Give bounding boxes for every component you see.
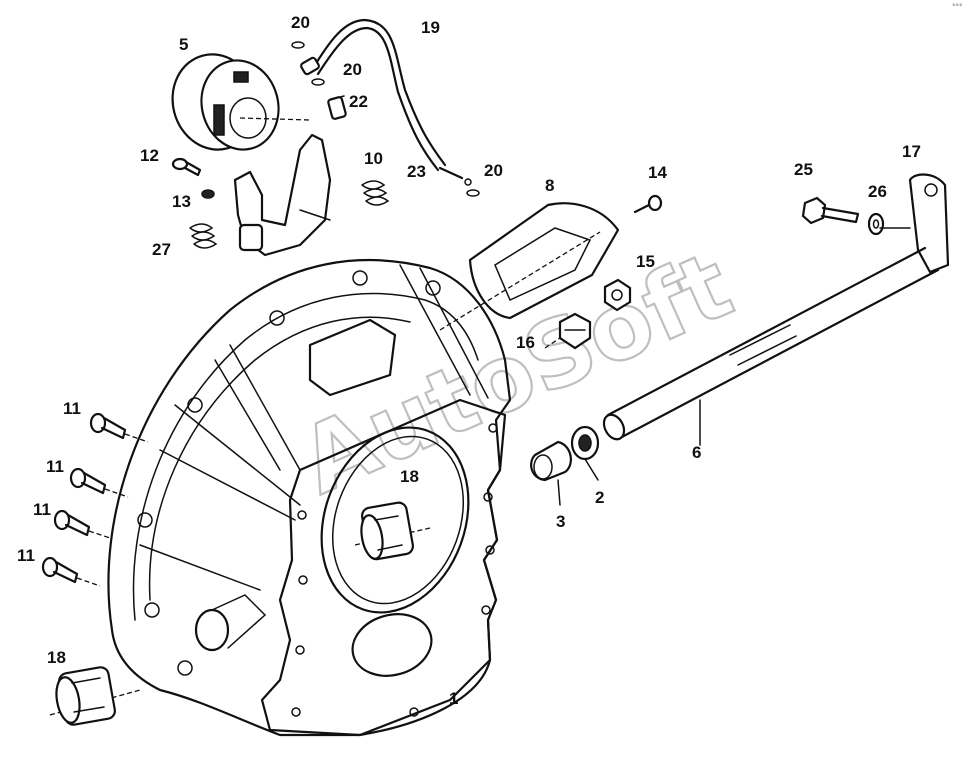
callout-26: 26 — [868, 182, 887, 201]
fork-washer — [201, 189, 215, 199]
callout-17: 17 — [902, 142, 921, 161]
nut — [603, 278, 632, 312]
plug — [544, 312, 592, 350]
callout-20c: 20 — [484, 161, 503, 180]
callout-16: 16 — [516, 333, 535, 352]
release-fork — [233, 133, 332, 257]
lever-washer — [867, 212, 885, 236]
callout-3: 3 — [556, 512, 565, 531]
housing-bolt-3 — [53, 509, 111, 539]
shaft — [602, 246, 940, 446]
callout-25: 25 — [794, 160, 813, 179]
release-bearing — [171, 53, 311, 151]
callout-6: 6 — [692, 443, 701, 462]
spring-lower — [189, 223, 218, 249]
callout-5: 5 — [179, 35, 188, 54]
callout-14: 14 — [648, 163, 667, 182]
fork-screw — [171, 157, 202, 177]
callout-8: 8 — [545, 176, 554, 195]
callout-23: 23 — [407, 162, 426, 181]
housing-bolt-1 — [89, 412, 149, 443]
clutch-housing — [107, 259, 512, 737]
callout-27: 27 — [152, 240, 171, 259]
lever-bolt — [801, 196, 860, 225]
mount-bushing-lower — [49, 666, 141, 726]
callout-1: 1 — [449, 689, 458, 708]
callout-10: 10 — [364, 149, 383, 168]
callout-11d: 11 — [17, 546, 35, 565]
callout-11b: 11 — [46, 457, 64, 476]
bushing — [530, 440, 572, 506]
grease-fitting — [327, 95, 347, 120]
housing-bolt-4 — [41, 556, 101, 587]
callout-2: 2 — [595, 488, 604, 507]
callout-11c: 11 — [33, 500, 51, 519]
callout-12: 12 — [140, 146, 159, 165]
callout-20a: 20 — [291, 13, 310, 32]
callout-13: 13 — [172, 192, 191, 211]
callout-labels: 1 2 3 5 6 8 10 11 11 11 11 12 13 14 15 1… — [17, 13, 921, 708]
housing-bolt-2 — [69, 467, 129, 498]
callout-18a: 18 — [400, 467, 419, 486]
inspection-cover — [439, 202, 620, 331]
spring-upper — [361, 180, 390, 206]
callout-19: 19 — [421, 18, 440, 37]
callout-22: 22 — [349, 92, 368, 111]
mount-bushing-upper — [354, 501, 431, 561]
lever — [879, 173, 950, 274]
grease-hose — [300, 18, 472, 186]
callout-15: 15 — [636, 252, 655, 271]
callout-20b: 20 — [343, 60, 362, 79]
seal — [570, 425, 600, 481]
cover-screw — [633, 194, 663, 214]
callout-11a: 11 — [63, 399, 81, 418]
corner-mark: °°° — [952, 3, 963, 11]
callout-18b: 18 — [47, 648, 66, 667]
o-rings — [291, 41, 480, 197]
